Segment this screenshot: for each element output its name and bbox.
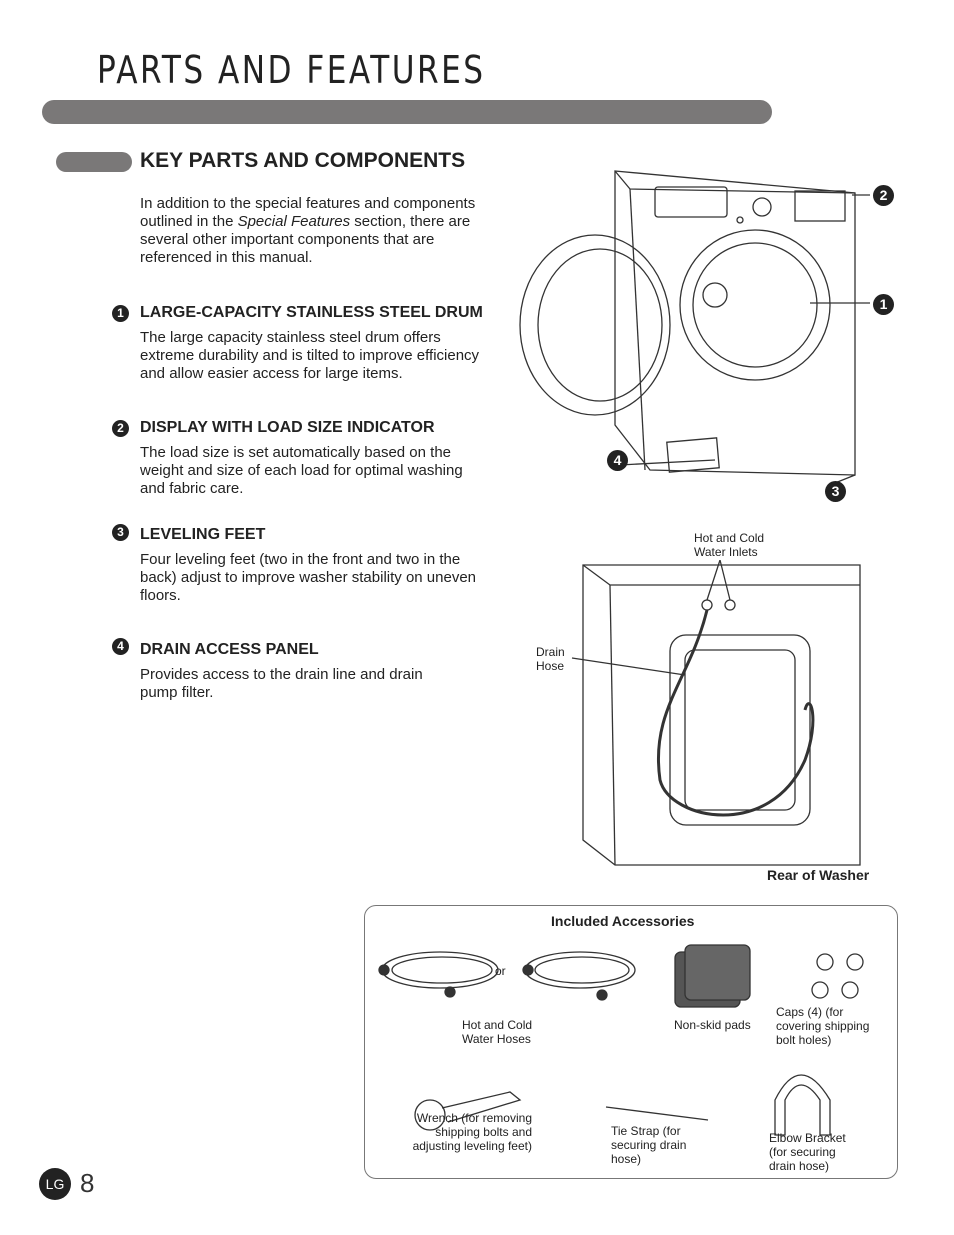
item-text: The load size is set automatically based… (140, 444, 463, 497)
wrench-icon (414, 1091, 522, 1131)
non-skid-pads-icon (674, 944, 751, 1008)
inlets-label: Hot and Cold Water Inlets (694, 531, 765, 559)
intro-italic: Special Features (237, 213, 351, 230)
title-divider-bar (42, 100, 772, 124)
item-number-badge: 2 (112, 420, 129, 437)
caps-icon (811, 953, 864, 999)
svg-text:LG: LG (46, 1176, 65, 1192)
page-number: 8 (80, 1168, 95, 1198)
washer-rear-illustration (571, 560, 861, 866)
washer-front-illustration (519, 170, 870, 486)
item-text: Provides access to the drain line and dr… (140, 666, 423, 701)
section-pill-decoration (56, 152, 132, 172)
item-number-badge: 1 (112, 305, 129, 322)
elbow-bracket-icon (774, 1074, 831, 1136)
callout-1: 1 (873, 294, 894, 315)
water-hose-alt-icon (522, 951, 636, 1001)
item-number-badge: 3 (112, 524, 129, 541)
elbow-bracket-label: Elbow Bracket (for securing drain hose) (769, 1131, 846, 1173)
intro-paragraph: In addition to the special features and … (140, 195, 485, 267)
accessories-title: Included Accessories (551, 913, 695, 929)
accessories-illustrations (378, 944, 864, 1136)
item-heading: DRAIN ACCESS PANEL (140, 641, 319, 658)
rear-caption: Rear of Washer (767, 867, 870, 883)
lg-logo-icon: LG (39, 1168, 71, 1200)
tie-strap-label: Tie Strap (for securing drain hose) (611, 1124, 687, 1166)
accessories-box (364, 905, 898, 1179)
item-text: The large capacity stainless steel drum … (140, 329, 480, 382)
wrench-label: Wrench (for removing shipping bolts and … (412, 1111, 532, 1153)
item-heading: LEVELING FEET (140, 526, 266, 543)
intro-text: In addition to the special features and … (140, 195, 476, 230)
callout-2: 2 (873, 185, 894, 206)
hoses-label: Hot and Cold Water Hoses (462, 1018, 533, 1046)
callout-4: 4 (607, 450, 628, 471)
or-label: or (495, 964, 506, 978)
item-text: Four leveling feet (two in the front and… (140, 551, 477, 604)
water-hose-icon (378, 951, 499, 998)
section-title: KEY PARTS AND COMPONENTS (140, 149, 466, 172)
page-title: PARTS AND FEATURES (97, 48, 486, 92)
drain-hose-label: Drain Hose (536, 645, 565, 673)
intro-text-end: section, there are several other importa… (140, 213, 471, 266)
caps-label: Caps (4) (for covering shipping bolt hol… (776, 1005, 870, 1047)
pads-label: Non-skid pads (674, 1018, 751, 1032)
item-heading: DISPLAY WITH LOAD SIZE INDICATOR (140, 419, 435, 436)
callout-3: 3 (825, 481, 846, 502)
item-number-badge: 4 (112, 638, 129, 655)
item-heading: LARGE-CAPACITY STAINLESS STEEL DRUM (140, 304, 483, 321)
tie-strap-icon (605, 1106, 709, 1121)
